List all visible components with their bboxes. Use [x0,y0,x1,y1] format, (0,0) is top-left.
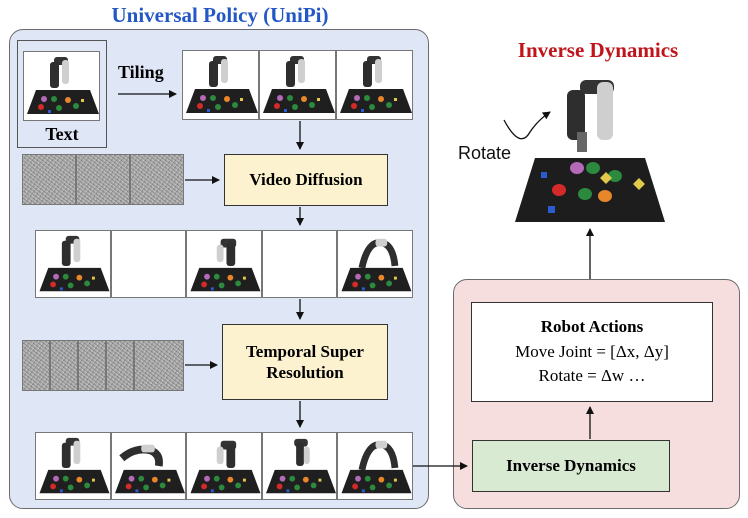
robot-scene-icon [337,51,412,119]
dense-frame-4 [262,432,337,500]
robot-scene-icon [338,231,413,298]
rotate-robot-image [515,72,665,227]
tiled-frame-3 [336,50,413,120]
robot-actions-box: Robot Actions Move Joint = [Δx, Δy] Rota… [471,302,713,402]
inverse-dynamics-title: Inverse Dynamics [517,38,679,62]
temporal-line-2: Resolution [266,363,344,382]
noise-frame [134,340,184,391]
robot-scene-icon [112,433,186,500]
noise-frame [50,340,78,391]
robot-scene-icon [36,231,110,297]
dense-frame-1 [35,432,111,500]
rotate-label: Rotate [458,143,512,163]
robot-actions-line-2: Rotate = Δw … [538,366,646,386]
sparse-frame-blank [262,230,337,298]
dense-frame-3 [186,432,262,500]
sparse-frame-1 [35,230,111,298]
robot-scene-icon [187,433,261,499]
noise-frame [106,340,134,391]
robot-scene-icon [183,51,258,119]
robot-scene-icon [187,231,261,297]
noise-frame [78,340,106,391]
sparse-frame-2 [186,230,262,298]
tiled-frame-1 [182,50,259,120]
temporal-line-1: Temporal Super [246,341,364,361]
temporal-super-resolution-box: Temporal Super Resolution [222,324,388,400]
tiling-label: Tiling [118,62,164,82]
robot-actions-title: Robot Actions [540,317,644,336]
text-label: Text [45,124,79,144]
robot-arm-icon [515,80,665,222]
noise-frame [22,340,50,391]
robot-scene-icon [263,433,336,499]
sparse-frame-3 [337,230,413,298]
robot-actions-line-1: Move Joint = [Δx, Δy] [515,341,669,361]
dense-frame-5 [337,432,413,500]
noise-frame [76,154,130,205]
robot-scene-icon [260,51,335,119]
robot-scene-icon [36,433,110,499]
robot-scene-icon [338,433,413,500]
noise-frame [22,154,76,205]
tiled-frame-2 [259,50,336,120]
robot-scene-icon [24,52,99,120]
sparse-frame-blank [111,230,186,298]
dense-frame-2 [111,432,186,500]
input-frame-image [23,51,100,121]
video-diffusion-box: Video Diffusion [224,154,388,206]
unipi-title: Universal Policy (UniPi) [111,3,329,27]
inverse-dynamics-box: Inverse Dynamics [472,440,670,492]
noise-frame [130,154,184,205]
